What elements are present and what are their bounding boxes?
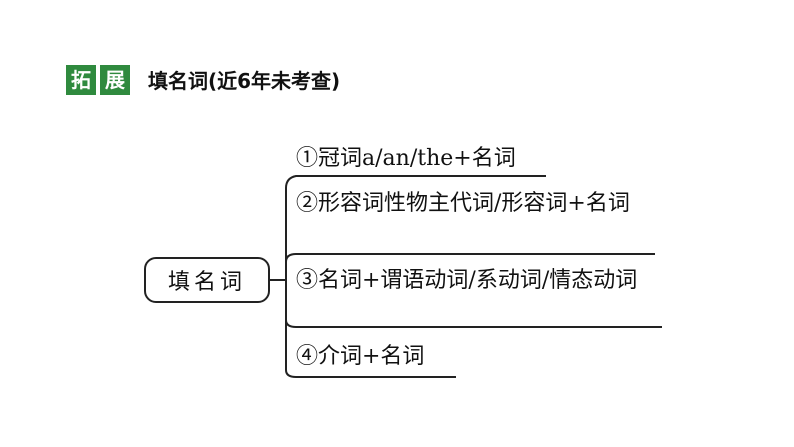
mindmap-root-node: 填名词 bbox=[144, 257, 270, 303]
branch-1-text: ①冠词a/an/the+名词 bbox=[296, 146, 516, 171]
branch-2-line bbox=[285, 253, 655, 263]
branch-3-line bbox=[285, 319, 662, 328]
branch-3-text: ③名词+谓语动词/系动词/情态动词 bbox=[296, 268, 638, 293]
branch-4-text: ④介词+名词 bbox=[296, 344, 425, 369]
branch-2-text: ②形容词性物主代词/形容词+名词 bbox=[296, 191, 630, 216]
tag-char-1: 拓 bbox=[66, 65, 96, 95]
page-title: 填名词(近6年未考查) bbox=[148, 69, 341, 93]
section-tag: 拓 展 bbox=[66, 65, 130, 95]
tag-char-2: 展 bbox=[100, 65, 130, 95]
